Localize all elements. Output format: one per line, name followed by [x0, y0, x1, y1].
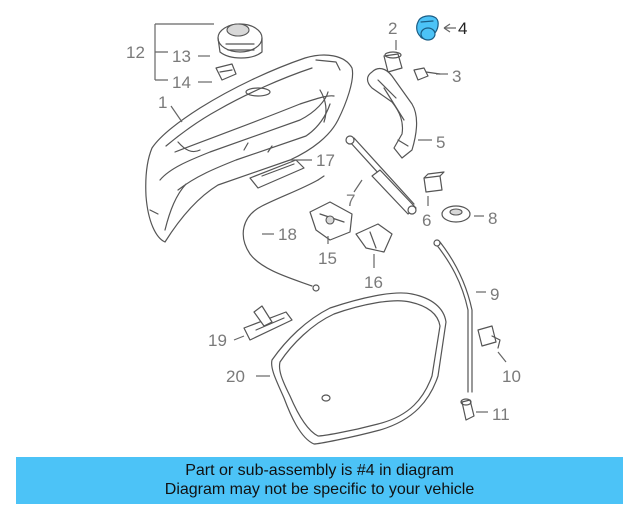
part-20-weatherstrip — [271, 292, 447, 445]
callout-labels: 1 2 3 4 5 6 7 8 9 10 11 12 13 14 15 16 1… — [126, 19, 521, 424]
callout-11: 11 — [492, 405, 510, 424]
callout-19: 19 — [208, 331, 227, 350]
callout-18: 18 — [278, 225, 297, 244]
part-3-bolt — [413, 67, 441, 81]
callout-14: 14 — [172, 73, 191, 92]
part-8-grommet — [441, 205, 471, 223]
callout-1: 1 — [158, 93, 167, 112]
leader-lines — [154, 23, 507, 413]
callout-17: 17 — [316, 151, 335, 170]
part-13-motor-unit — [217, 23, 263, 59]
part-5-hinge — [366, 67, 418, 159]
part-4-highlighted — [416, 15, 439, 41]
part-6-block — [423, 171, 445, 193]
callout-20: 20 — [226, 367, 245, 386]
callout-5: 5 — [436, 133, 445, 152]
callout-2: 2 — [388, 19, 397, 38]
trunk-lid — [145, 54, 354, 243]
caption-line-2: Diagram may not be specific to your vehi… — [164, 481, 475, 498]
part-7-gas-strut — [345, 135, 417, 215]
caption-banner: Part or sub-assembly is #4 in diagram Di… — [16, 457, 623, 504]
part-2-bumper — [383, 51, 403, 73]
part-16-striker — [355, 223, 393, 253]
callout-7: 7 — [346, 191, 355, 210]
part-18-cable — [242, 175, 325, 292]
callout-15: 15 — [318, 249, 337, 268]
callout-6: 6 — [422, 211, 431, 230]
part-11-clip — [460, 398, 475, 421]
callout-16: 16 — [364, 273, 383, 292]
part-17-plate — [249, 159, 305, 189]
callout-4: 4 — [458, 19, 467, 38]
part-9-rod — [433, 239, 473, 393]
callout-12: 12 — [126, 43, 145, 62]
callout-10: 10 — [502, 367, 521, 386]
callout-13: 13 — [172, 47, 191, 66]
callout-8: 8 — [488, 209, 497, 228]
callout-9: 9 — [490, 285, 499, 304]
part-14-clip — [215, 63, 237, 81]
part-15-latch — [309, 201, 353, 241]
callout-3: 3 — [452, 67, 461, 86]
part-10-bracket — [477, 325, 501, 349]
part-19-plate — [243, 305, 293, 341]
caption-line-1: Part or sub-assembly is #4 in diagram — [185, 462, 454, 479]
